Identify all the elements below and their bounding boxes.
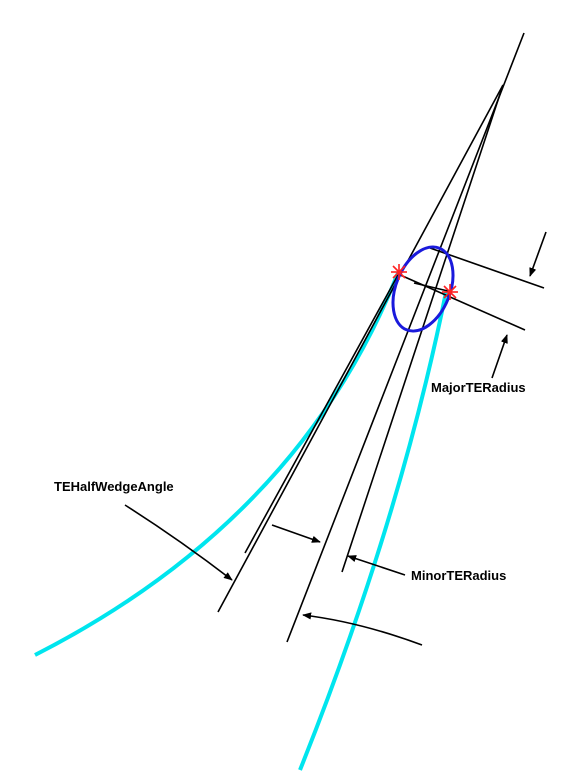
minor-te-radius-label: MinorTERadius (411, 568, 506, 583)
major-radius-arrow-top (529, 231, 547, 277)
major-te-radius-label: MajorTERadius (431, 380, 526, 395)
minor-radius-arrow-right (347, 555, 406, 576)
lower-tangent-point-marker (442, 284, 458, 300)
minor-radius-arrow-left (271, 524, 321, 543)
mean-camber-line (286, 32, 525, 643)
upper-surface-curve (34, 272, 400, 657)
te-half-wedge-angle-label: TEHalfWedgeAngle (54, 479, 174, 494)
trailing-edge-ellipse (391, 245, 455, 333)
minor-radius-extension (413, 282, 449, 292)
upper-tangent-point-marker (391, 264, 407, 280)
wedge-angle-arrow (124, 504, 233, 581)
camber-angle-arrow (302, 612, 423, 646)
upper-offset-line (244, 274, 399, 554)
major-radius-arrow-bottom (491, 334, 508, 379)
major-radius-extension-bottom (397, 273, 526, 331)
upper-surface-tangent-line (217, 84, 504, 613)
lower-surface-curve (298, 291, 448, 771)
